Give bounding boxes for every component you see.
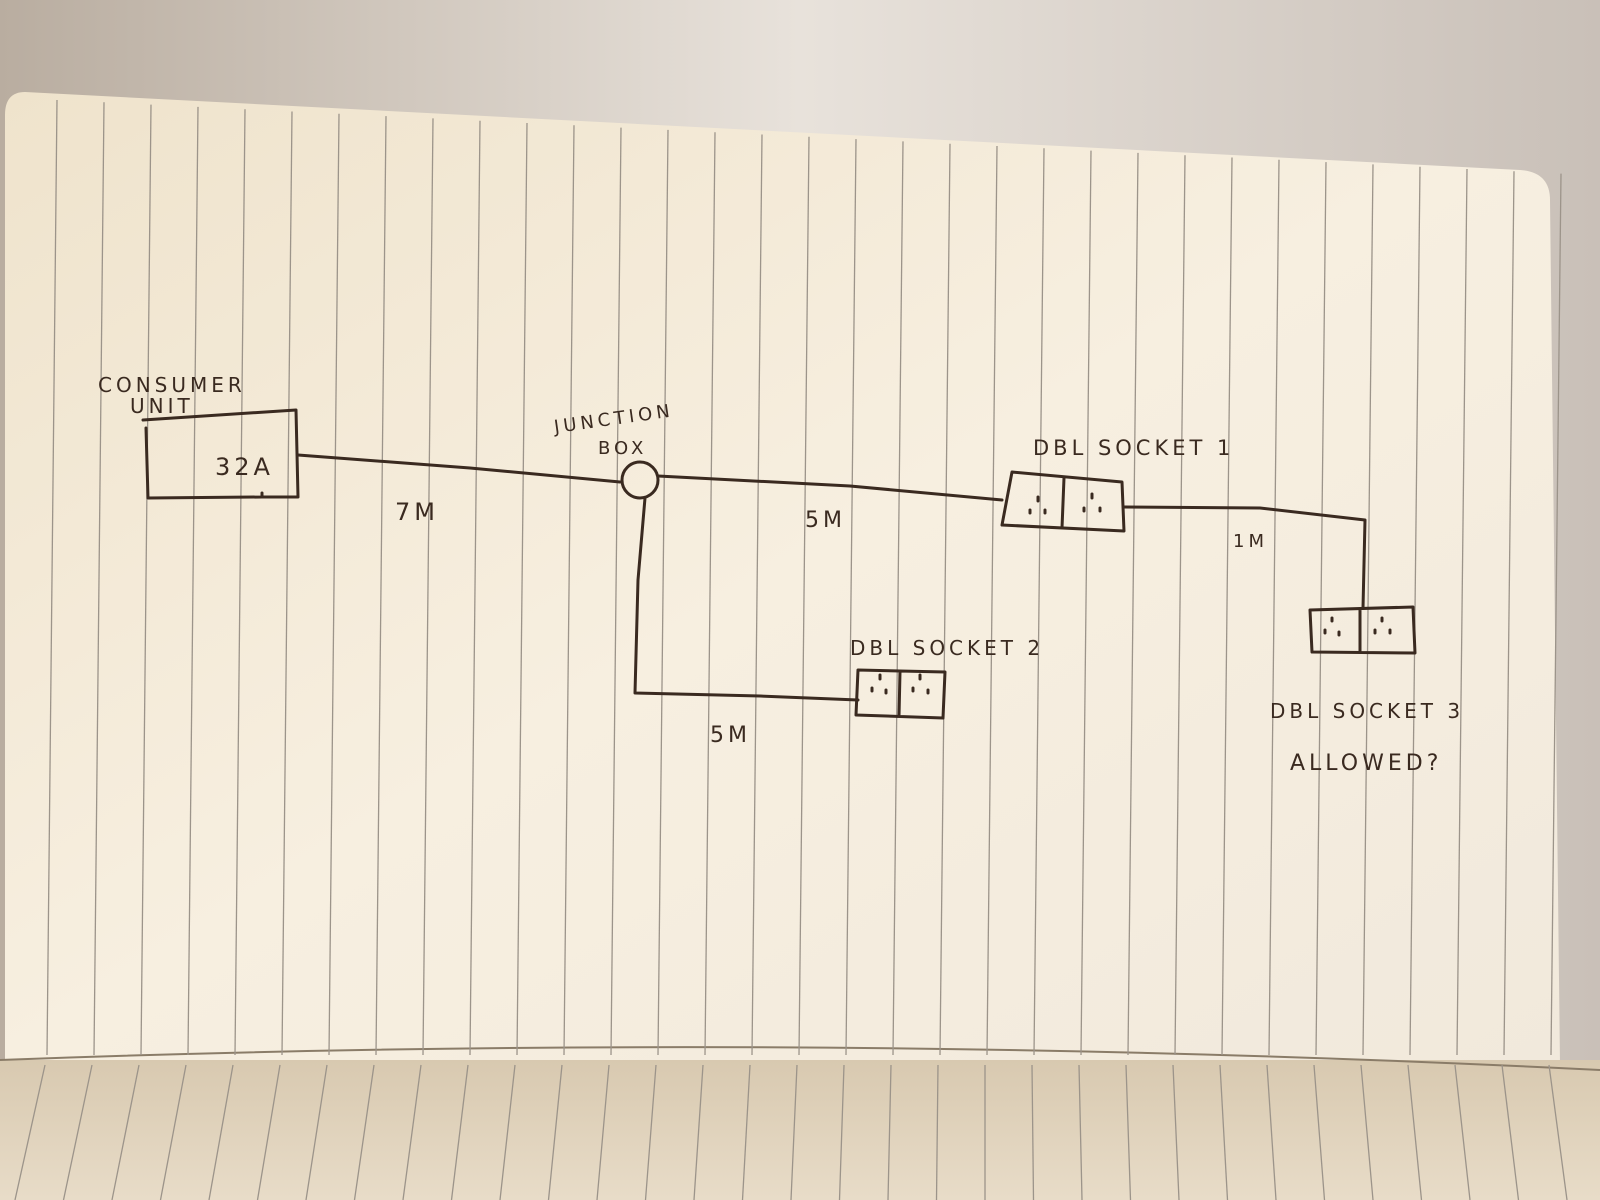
ruled-line — [704, 132, 716, 1056]
ruled-line — [1550, 173, 1562, 1056]
ruled-line — [1080, 150, 1092, 1056]
cable-length-1m: 1M — [1233, 531, 1268, 552]
socket-3-label: DBL SOCKET 3 — [1270, 699, 1464, 723]
ruled-line-lower — [111, 1064, 140, 1200]
consumer-unit: CONSUMER UNIT 32A — [98, 373, 300, 500]
ruled-line-lower — [450, 1064, 469, 1200]
socket-1-label: DBL SOCKET 1 — [1033, 436, 1234, 460]
ruled-line — [845, 139, 857, 1056]
ruled-line — [46, 99, 58, 1056]
notebook-lower-page — [0, 1060, 1600, 1200]
ruled-line — [328, 113, 340, 1056]
ruled-line-lower — [1125, 1064, 1132, 1200]
cable-length-5m-a: 5M — [805, 508, 846, 533]
ruled-line-lower — [1266, 1064, 1277, 1200]
ruled-line-lower — [1078, 1064, 1083, 1200]
ruled-line — [1503, 171, 1515, 1056]
ruled-line-lower — [305, 1064, 328, 1200]
ruled-line — [1033, 148, 1045, 1056]
ruled-line — [610, 127, 622, 1056]
ruled-line-lower — [1407, 1064, 1423, 1200]
ruled-line — [234, 109, 246, 1056]
cable-junction-to-socket1 — [656, 474, 1004, 502]
ruled-line-lower — [1360, 1064, 1374, 1200]
ruled-line-lower — [14, 1064, 46, 1200]
cable-length-7m: 7M — [395, 498, 439, 526]
ruled-line-lower — [935, 1064, 939, 1200]
ruled-line-lower — [208, 1064, 234, 1200]
ruled-line — [986, 145, 998, 1056]
socket-3-note: ALLOWED? — [1290, 751, 1442, 776]
ruled-line-lower — [1548, 1064, 1568, 1200]
socket-2-label: DBL SOCKET 2 — [850, 636, 1044, 660]
ruled-line — [93, 102, 105, 1056]
ruled-line-lower — [402, 1064, 422, 1200]
junction-box-label-2: BOX — [598, 438, 647, 459]
ruled-line — [751, 134, 763, 1056]
ruled-line — [657, 129, 669, 1056]
consumer-unit-label-1: CONSUMER — [98, 373, 246, 397]
ruled-line-lower — [1031, 1064, 1035, 1200]
socket-3: DBL SOCKET 3 ALLOWED? — [1270, 605, 1464, 776]
cable-length-5m-b: 5M — [710, 723, 751, 748]
ruled-line — [1221, 157, 1233, 1056]
cable-junction-to-socket2 — [633, 496, 860, 702]
ruled-line — [1456, 168, 1468, 1056]
ruled-line-lower — [741, 1064, 751, 1200]
ruled-line — [1268, 159, 1280, 1056]
ruled-line-lower — [256, 1064, 281, 1200]
ruled-line-lower — [62, 1064, 93, 1200]
ruled-line — [892, 141, 904, 1056]
ruled-line-lower — [887, 1064, 892, 1200]
socket-1: DBL SOCKET 1 — [1000, 436, 1234, 533]
ruled-line — [939, 143, 951, 1056]
consumer-unit-rating: 32A — [215, 453, 274, 481]
ruled-line — [375, 116, 387, 1056]
ruled-line-lower — [547, 1064, 563, 1200]
cable-socket1-to-socket3 — [1122, 505, 1367, 610]
ruled-line-lower — [1219, 1064, 1229, 1200]
ruled-line-lower — [1313, 1064, 1326, 1200]
ruled-line-lower — [644, 1064, 657, 1200]
ruled-line — [798, 136, 810, 1056]
ruled-line-lower — [1454, 1064, 1471, 1200]
ruled-line — [1409, 166, 1421, 1056]
ruled-line — [1174, 155, 1186, 1056]
ruled-line — [1127, 152, 1139, 1056]
ruled-line — [187, 106, 199, 1056]
ruled-line — [422, 118, 434, 1056]
ruled-line — [563, 125, 575, 1056]
socket-2: DBL SOCKET 2 — [850, 636, 1044, 720]
ruled-line-lower — [790, 1064, 798, 1200]
notebook-page — [5, 92, 1560, 1065]
ruled-line-lower — [1501, 1064, 1520, 1200]
ruled-line-lower — [838, 1064, 845, 1200]
ruled-line-lower — [353, 1064, 375, 1200]
ruled-line — [140, 104, 152, 1056]
ruled-line — [469, 120, 481, 1056]
ruled-line-lower — [693, 1064, 704, 1200]
ruled-line — [516, 122, 528, 1056]
ruled-lines — [14, 99, 1568, 1200]
ruled-line-lower — [499, 1064, 516, 1200]
cable-cu-to-junction — [296, 453, 622, 484]
page-gutter — [0, 1046, 1600, 1071]
ruled-line — [281, 111, 293, 1056]
ruled-line-lower — [159, 1064, 187, 1200]
ruled-line-lower — [1172, 1064, 1180, 1200]
ruled-line-lower — [596, 1064, 610, 1200]
consumer-unit-label-2: UNIT — [130, 394, 194, 418]
